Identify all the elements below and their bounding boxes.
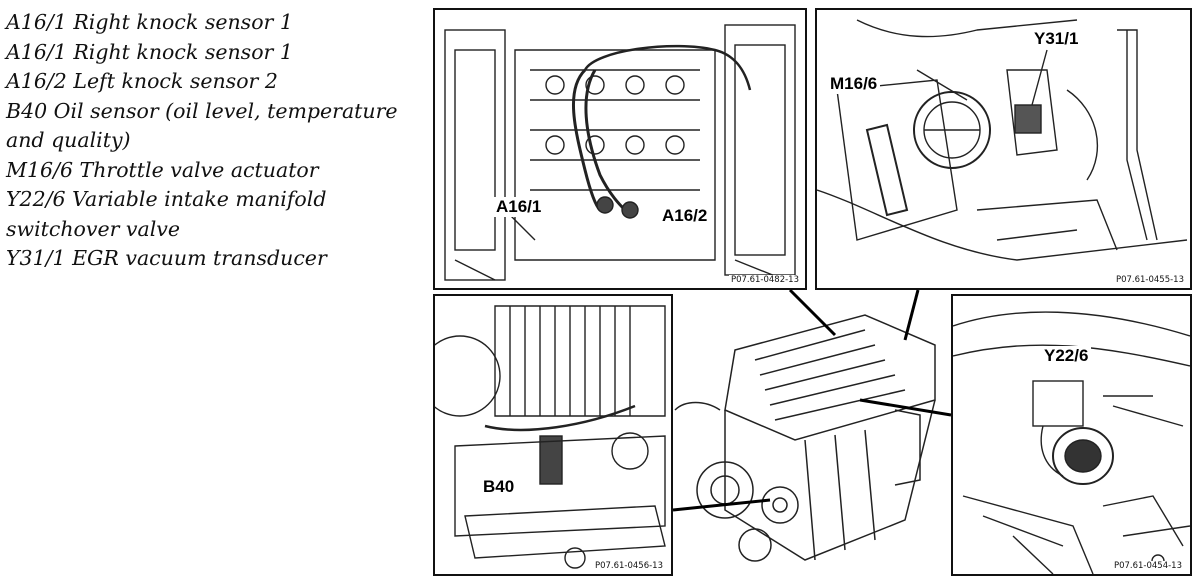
figure-reference: P07.61-0482-13 [728,275,801,286]
figure-reference: P07.61-0455-13 [1113,275,1186,286]
throttle-egr-illustration [817,19,1188,261]
label-m16-6: M16/6 [827,74,881,94]
legend-line: A16/1 Right knock sensor 1 [6,39,293,64]
oil-sensor-illustration [435,305,666,569]
switchover-valve-illustration [953,311,1190,574]
oil-sensor-panel: B40 P07.61-0456-13 [433,294,673,576]
figure-reference: P07.61-0454-13 [1111,561,1184,572]
legend-line: A16/1 Right knock sensor 1 [6,10,293,34]
label-y31-1: Y31/1 [1031,29,1082,49]
label-a16-1: A16/1 [493,197,545,217]
engine-overview-illustration [674,314,936,562]
legend-line: B40 Oil sensor (oil level, temperature [6,98,398,123]
component-legend: A16/1 Right knock sensor 1 A16/1 Right k… [6,8,416,274]
legend-line: M16/6 Throttle valve actuator [6,157,319,182]
legend-line: A16/2 Left knock sensor 2 [6,69,278,93]
knock-sensor-panel: A16/1 A16/2 P07.61-0482-13 [433,8,807,290]
legend-line: switchover valve [6,216,180,241]
legend-line: Y31/1 EGR vacuum transducer [6,246,327,270]
throttle-egr-panel: M16/6 Y31/1 P07.61-0455-13 [815,8,1192,290]
label-y22-6: Y22/6 [1041,346,1092,366]
switchover-valve-panel: Y22/6 P07.61-0454-13 [951,294,1192,576]
knock-sensor-illustration [444,24,796,281]
legend-line: Y22/6 Variable intake manifold [6,187,327,211]
label-a16-2: A16/2 [659,206,711,226]
label-b40: B40 [480,477,518,497]
figure-reference: P07.61-0456-13 [592,561,665,572]
legend-line: and quality) [6,128,131,152]
